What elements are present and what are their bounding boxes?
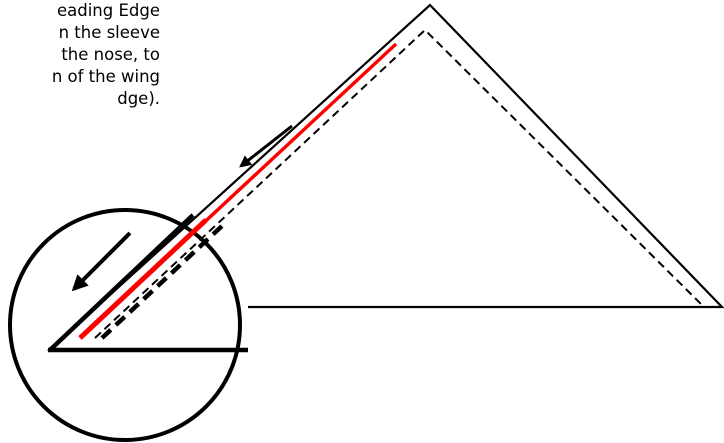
magnified-edge-line (48, 213, 195, 352)
caption-line: dge). (117, 89, 160, 108)
arrow-left-down-icon (239, 124, 293, 168)
magnifier-circle (8, 208, 242, 442)
triangle-outline (47, 3, 724, 352)
magnified-red-line (78, 218, 208, 340)
arrow-left-down-icon (71, 231, 132, 292)
caption-line: eading Edge (56, 1, 160, 20)
caption-text: eading Edge n the sleeve the nose, to n … (0, 0, 160, 110)
caption-line: n the sleeve (58, 23, 160, 42)
magnified-dashed-line (100, 224, 224, 340)
seam-dashed-line (94, 28, 703, 339)
caption-line: the nose, to (61, 45, 160, 64)
caption-line: n of the wing (51, 67, 160, 86)
